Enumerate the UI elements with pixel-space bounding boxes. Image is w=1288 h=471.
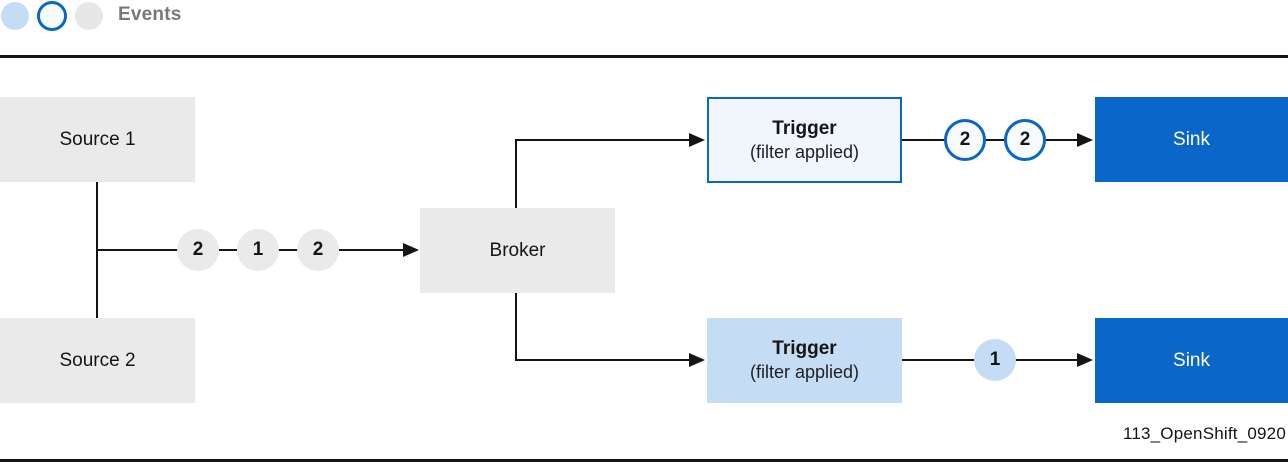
arrowhead-broker: [403, 243, 419, 257]
trigger-2-sublabel: (filter applied): [749, 362, 860, 383]
event-badge-gray: 2: [177, 229, 219, 271]
sink-1-label: Sink: [1173, 128, 1210, 150]
event-badge-outlined: 2: [944, 119, 986, 161]
figure-id-caption: 113_OpenShift_0920: [1122, 424, 1286, 443]
arrowhead-sink2: [1077, 353, 1093, 367]
source-2-label: Source 2: [59, 349, 136, 371]
sink-2-node: Sink: [1095, 318, 1288, 403]
top-divider: [0, 55, 1288, 58]
broker-to-trigger1-line: [515, 139, 689, 208]
arrowhead-sink1: [1077, 133, 1093, 147]
source-2-node: Source 2: [0, 318, 195, 403]
broker-label: Broker: [489, 239, 546, 261]
arrowhead-trigger2: [689, 353, 705, 367]
legend-circle-gray-icon: [75, 2, 103, 30]
trigger-1-sublabel: (filter applied): [749, 141, 860, 162]
events-legend-label: Events: [118, 4, 182, 25]
sink-2-label: Sink: [1173, 349, 1210, 371]
trigger-2-node: Trigger (filter applied): [707, 318, 902, 403]
event-badge-outlined: 2: [1004, 119, 1046, 161]
arrowhead-trigger1: [689, 133, 705, 147]
broker-to-trigger2-line: [515, 293, 689, 361]
trigger-1-node: Trigger (filter applied): [707, 97, 902, 183]
trigger-1-label: Trigger: [772, 117, 837, 139]
legend-circle-light-blue-icon: [1, 2, 29, 30]
event-badge-gray: 1: [237, 229, 279, 271]
event-badge-light-blue: 1: [974, 339, 1016, 381]
event-badge-gray: 2: [297, 229, 339, 271]
trigger-2-label: Trigger: [772, 338, 837, 360]
broker-node: Broker: [420, 208, 615, 293]
legend-circle-outlined-icon: [37, 1, 67, 31]
sink-1-node: Sink: [1095, 97, 1288, 182]
source-1-node: Source 1: [0, 97, 195, 182]
bottom-divider: [0, 459, 1288, 462]
source-1-label: Source 1: [59, 128, 136, 150]
